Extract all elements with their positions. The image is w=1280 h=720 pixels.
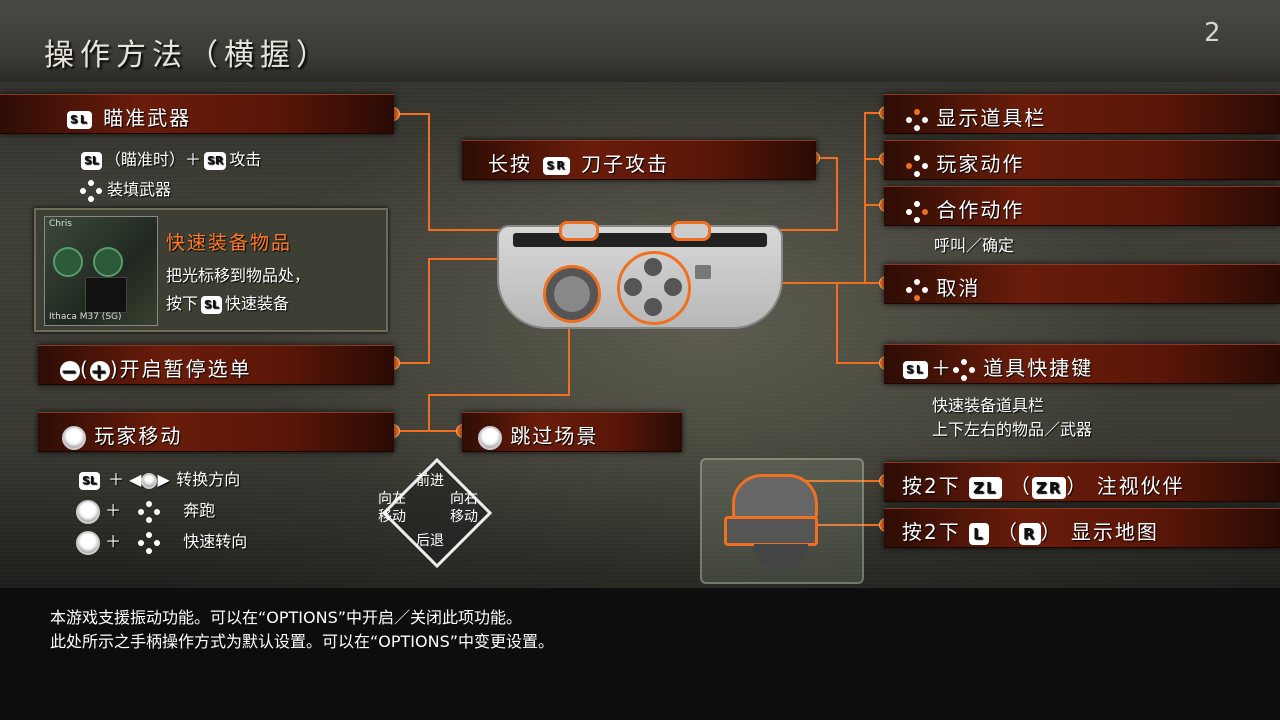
sl-button-highlight (559, 221, 599, 241)
player-move-label: 玩家移动 (94, 424, 183, 448)
skip-scene-label: 跳过场景 (510, 424, 599, 448)
quick-equip-title: 快速装备物品 (166, 232, 293, 254)
player-move-bar: 玩家移动 (38, 412, 394, 452)
stick-up-icon (76, 499, 100, 524)
reload-hint: 装填武器 (80, 176, 171, 202)
sl-button-icon: SL (67, 110, 92, 129)
aim-weapon-bar: SL 瞄准武器 (0, 94, 394, 134)
page-title: 操作方法（横握） (44, 38, 332, 73)
sl-button-icon: SL (81, 151, 102, 170)
quick-equip-panel: Chris Ithaca M37 (SG) 快速装备物品 把光标移到物品处， 按… (34, 208, 388, 332)
stick-lr-icon: ◀▶ (129, 470, 170, 489)
sr-button-highlight (671, 221, 711, 241)
footer-line-1: 本游戏支援振动功能。可以在“OPTIONS”中开启／关闭此项功能。 (50, 608, 523, 627)
direction-compass: 前进 后退 向左移动 向右移动 (378, 457, 493, 569)
show-map-bar: 按2下 L （R） 显示地图 (884, 508, 1280, 548)
header-band (0, 0, 1280, 82)
sr-button-icon: SR (543, 156, 570, 175)
dpad-right-icon (906, 200, 928, 223)
zr-button-icon: ZR (1031, 476, 1067, 499)
coop-action-bar: 合作动作 (884, 186, 1280, 226)
footer-band (0, 588, 1280, 720)
knife-attack-bar: 长按 SR 刀子攻击 (462, 140, 816, 180)
page-number: 2 (1204, 18, 1221, 48)
controller-rear-illustration (700, 458, 864, 584)
joycon-controller-illustration (497, 221, 783, 329)
dpad-down-icon (906, 278, 928, 301)
footer-line-2: 此处所示之手柄操作方式为默认设置。可以在“OPTIONS”中变更设置。 (50, 632, 555, 651)
show-item-bar: 显示道具栏 (884, 94, 1280, 134)
shortcut-sub2: 上下左右的物品／武器 (932, 420, 1093, 439)
l-button-icon: L (969, 522, 989, 545)
stick-press-icon (478, 425, 502, 450)
face-buttons-highlight (617, 251, 691, 325)
dpad-icon (952, 358, 975, 381)
cancel-bar: 取消 (884, 264, 1280, 304)
watch-partner-bar: 按2下 ZL （ZR） 注视伙伴 (884, 462, 1280, 502)
dpad-left-icon (906, 154, 928, 177)
stick-down-icon (76, 530, 100, 555)
quick-turn-hint: ＋ 快速转向 (76, 528, 247, 555)
shortcut-sub1: 快速装备道具栏 (932, 396, 1045, 415)
pause-menu-label: 开启暂停选单 (119, 357, 252, 381)
quick-equip-line1: 把光标移到物品处， (166, 266, 311, 285)
zl-button-highlight (732, 474, 818, 520)
sl-button-icon: SL (903, 360, 928, 379)
inventory-thumbnail: Chris Ithaca M37 (SG) (44, 216, 158, 326)
zl-button-icon: ZL (969, 476, 1002, 499)
stick-highlight (543, 265, 601, 323)
dpad-icon (138, 500, 161, 523)
l-button-highlight (724, 516, 818, 546)
dpad-icon (80, 179, 102, 202)
sl-button-icon: SL (79, 471, 100, 490)
player-action-bar: 玩家动作 (884, 140, 1280, 180)
sr-button-icon: SR (203, 151, 227, 170)
sl-button-icon: SL (201, 295, 222, 314)
pause-menu-bar: −(+)开启暂停选单 (38, 345, 394, 385)
item-shortcut-bar: SL＋ 道具快捷键 (884, 344, 1280, 384)
turn-hint: SL ＋ ◀▶ 转换方向 (76, 466, 240, 490)
skip-scene-bar: 跳过场景 (462, 412, 682, 452)
minus-button-icon: − (60, 358, 80, 383)
coop-action-sub: 呼叫／确定 (934, 236, 1015, 255)
dpad-up-icon (906, 108, 928, 131)
plus-button-icon: + (89, 358, 110, 383)
run-hint: ＋ 奔跑 (76, 497, 215, 524)
left-stick-icon (62, 425, 86, 450)
aim-weapon-label: 瞄准武器 (103, 106, 192, 130)
r-button-icon: R (1019, 522, 1041, 545)
dpad-icon (138, 531, 161, 554)
